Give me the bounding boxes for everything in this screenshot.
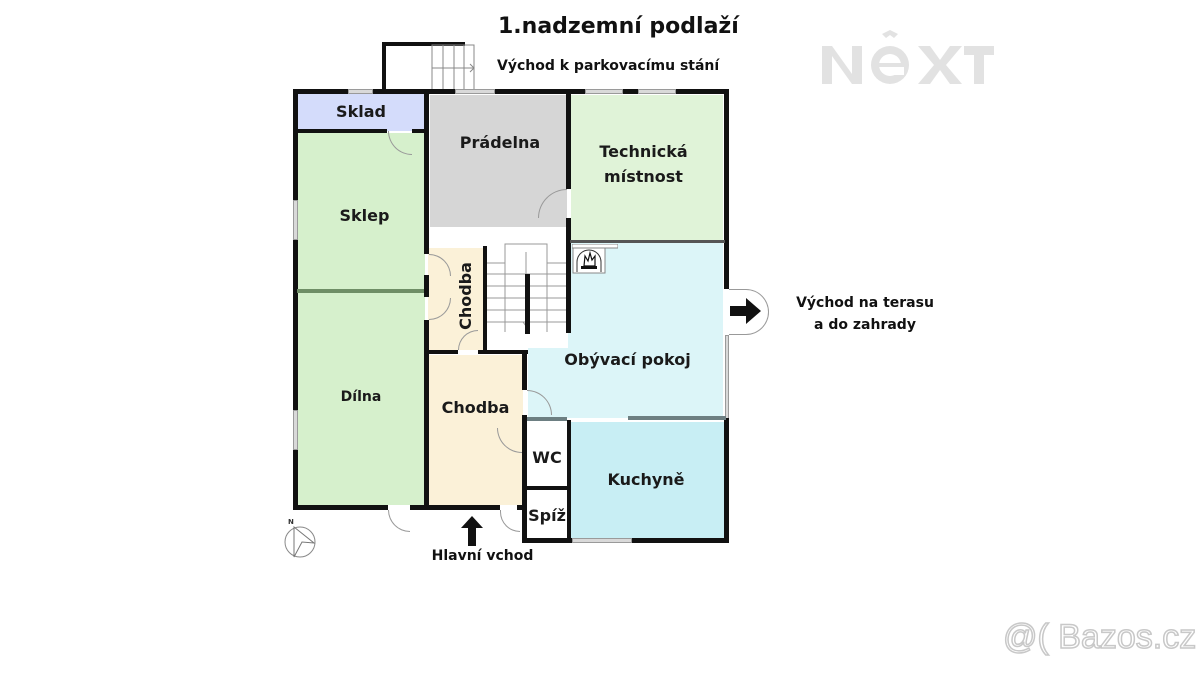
label-spiz: Spíž [528, 506, 566, 525]
label-wc: WC [532, 448, 562, 467]
window-left-sklep [293, 200, 298, 240]
outdoor-stairs-icon [380, 40, 480, 95]
arrow-right-icon [730, 298, 762, 324]
bazos-watermark: @( Bazos.cz [1002, 617, 1197, 657]
wall-sklep-dilna [297, 289, 424, 293]
wall-chodba-stairs [483, 246, 487, 352]
window-top-tech2 [638, 89, 676, 94]
window-right-obyvaci [725, 335, 729, 420]
room-sklad [297, 93, 425, 131]
wall-right-upper [724, 89, 729, 289]
wall-chodba-obyvaci2 [522, 415, 527, 543]
label-sklep: Sklep [339, 206, 390, 225]
label-technicka-2: místnost [604, 167, 683, 186]
window-left-dilna [293, 410, 298, 450]
wall-obyvaci-kuchyne2 [628, 416, 726, 420]
stairs-icon [486, 228, 568, 348]
arrow-up-icon [461, 516, 483, 546]
window-top-tech1 [585, 89, 623, 94]
next-logo-icon [822, 30, 994, 84]
label-sklad: Sklad [336, 102, 386, 121]
room-wc [527, 422, 567, 486]
wall-sklad-sklep [297, 129, 387, 133]
wall-bottom-chodba [410, 505, 500, 510]
compass-north-label: N [288, 518, 294, 526]
label-chodba-upper: Chodba [456, 262, 475, 330]
wall-top-right [676, 89, 729, 94]
fireplace-icon [571, 243, 619, 274]
label-chodba-lower: Chodba [441, 398, 510, 417]
room-spiz [527, 490, 567, 538]
label-kuchyne: Kuchyně [607, 470, 685, 489]
door-main-entrance [500, 510, 520, 532]
window-bottom-kuchyne [572, 538, 632, 543]
window-top-sklad [348, 89, 373, 94]
wall-pradelna-tech [566, 89, 571, 189]
room-technicka [571, 95, 723, 240]
main-entrance-note: Hlavní vchod [431, 548, 534, 564]
wall-obyvaci-kuchyne [527, 417, 567, 421]
wall-pradelna-tech2 [566, 218, 571, 333]
next-logo [818, 30, 998, 90]
wall-chodba-obyvaci [522, 350, 527, 390]
exit-terrace-note-2: a do zahrady [814, 317, 916, 333]
wall-top-mid [373, 89, 458, 94]
label-technicka-1: Technická [599, 142, 688, 161]
wall-bottom-kuchyne [632, 538, 729, 543]
wall-sklad-sklep2 [412, 129, 427, 133]
wall-tech-obyvaci [570, 240, 725, 243]
compass-icon: N [280, 518, 320, 560]
wall-wc-spiz [527, 486, 569, 490]
wall-chodba-split2 [478, 350, 528, 354]
exit-parking-note: Východ k parkovacímu stání [497, 58, 720, 74]
room-obyvaci-top [570, 243, 723, 253]
wall-v-left-inner2 [424, 275, 429, 297]
door-dilna-exterior [388, 510, 410, 532]
wall-left [293, 89, 298, 509]
wall-top-tech [623, 89, 638, 94]
wall-v-left-inner3 [424, 320, 429, 510]
wall-bottom-right [522, 538, 572, 543]
label-dilna: Dílna [340, 389, 382, 405]
wall-top-left [293, 89, 361, 94]
wall-v-left-inner [424, 89, 429, 254]
label-pradelna: Prádelna [459, 133, 541, 152]
window-top-pradelna [455, 89, 495, 94]
wall-wc-kuchyne [567, 420, 571, 542]
wall-chodba-split [428, 350, 458, 354]
floor-title: 1.nadzemní podlaží [498, 14, 739, 39]
wall-bottom-dilna [293, 505, 388, 510]
room-dilna [297, 293, 425, 505]
label-obyvaci: Obývací pokoj [564, 350, 691, 369]
door-terrace [729, 289, 769, 335]
room-sklep [297, 133, 425, 290]
wall-right-lower [724, 418, 729, 542]
wall-top-mid2 [495, 89, 585, 94]
exit-terrace-note-1: Východ na terasu [796, 295, 934, 311]
room-kuchyne [571, 422, 726, 538]
